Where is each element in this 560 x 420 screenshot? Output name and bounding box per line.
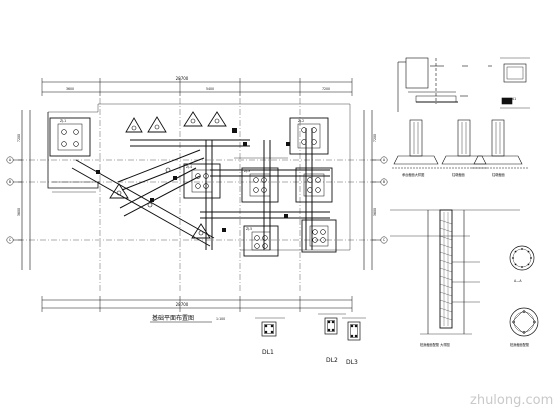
section-a-caption: A—A	[514, 279, 522, 283]
beam-label-dl1: DL1	[262, 349, 274, 356]
pile-section-caption: 桩身截面配筋	[510, 342, 529, 347]
anchor-detail	[397, 57, 530, 112]
dim-bottom-total: 28700	[176, 302, 189, 307]
pile-caps	[49, 117, 337, 257]
columns	[96, 128, 290, 232]
foundation-plan	[6, 78, 388, 312]
diagonal-strip-footing	[71, 128, 330, 250]
axis-right-a: A	[383, 158, 386, 162]
circular-section-a	[509, 245, 535, 271]
dim-left-upper: 7200	[17, 134, 21, 142]
wall-sections	[392, 119, 528, 169]
axis-left-b: B	[9, 180, 11, 184]
pile-cross-section	[509, 307, 539, 337]
watermark: zhulong.com	[470, 393, 553, 408]
triangular-pile-caps	[109, 111, 227, 239]
axis-bubbles	[6, 156, 388, 244]
anchor-detail-label: A1	[512, 97, 516, 101]
dim-top-mid: 5400	[206, 87, 214, 91]
dim-top-total: 28700	[176, 76, 189, 81]
beam-section-dl1	[255, 317, 285, 337]
axis-left-a: A	[9, 158, 12, 162]
axis-right-c: C	[383, 238, 386, 242]
wall-section-right-caption: 柱墩截面	[492, 172, 505, 177]
dim-right-upper: 7200	[373, 134, 377, 142]
pile-elevation	[390, 209, 520, 335]
wall-section-right	[472, 119, 528, 169]
footing-label-3: ZJ-3	[244, 169, 250, 173]
dim-top-right: 7200	[322, 87, 330, 91]
footing-label-5: ZJ-5	[246, 227, 252, 231]
footing-label-4: ZJ-4	[186, 165, 192, 169]
wall-section-mid	[440, 119, 488, 169]
beam-sections	[255, 313, 366, 341]
plan-text: 28700 3600 5400 7200 28700 7200 3600 720…	[9, 76, 386, 323]
beam-label-dl3: DL3	[346, 359, 358, 366]
beam-label-dl2: DL2	[326, 357, 338, 364]
pile-elevation-caption: 桩身截面配筋 大样图	[420, 342, 450, 347]
dim-left-lower: 3600	[17, 208, 21, 216]
plan-title: 基础平面布置图	[152, 314, 194, 322]
beam-section-dl2	[318, 313, 346, 335]
dim-right-lower: 3600	[373, 208, 377, 216]
grid-lines	[18, 98, 376, 292]
footing-label-1: ZJ-1	[60, 119, 66, 123]
piles	[61, 118, 326, 249]
footing-label-2: ZJ-2	[298, 119, 304, 123]
beam-section-dl3	[342, 317, 366, 341]
wall-section-left	[392, 119, 440, 169]
dim-top-left: 3600	[66, 87, 74, 91]
plan-scale: 1:100	[216, 317, 225, 321]
wall-section-mid-caption: 柱墩截面	[452, 172, 465, 177]
wall-section-left-caption: 承台截面大样图	[402, 172, 424, 177]
axis-right-b: B	[383, 180, 385, 184]
axis-left-c: C	[9, 238, 12, 242]
